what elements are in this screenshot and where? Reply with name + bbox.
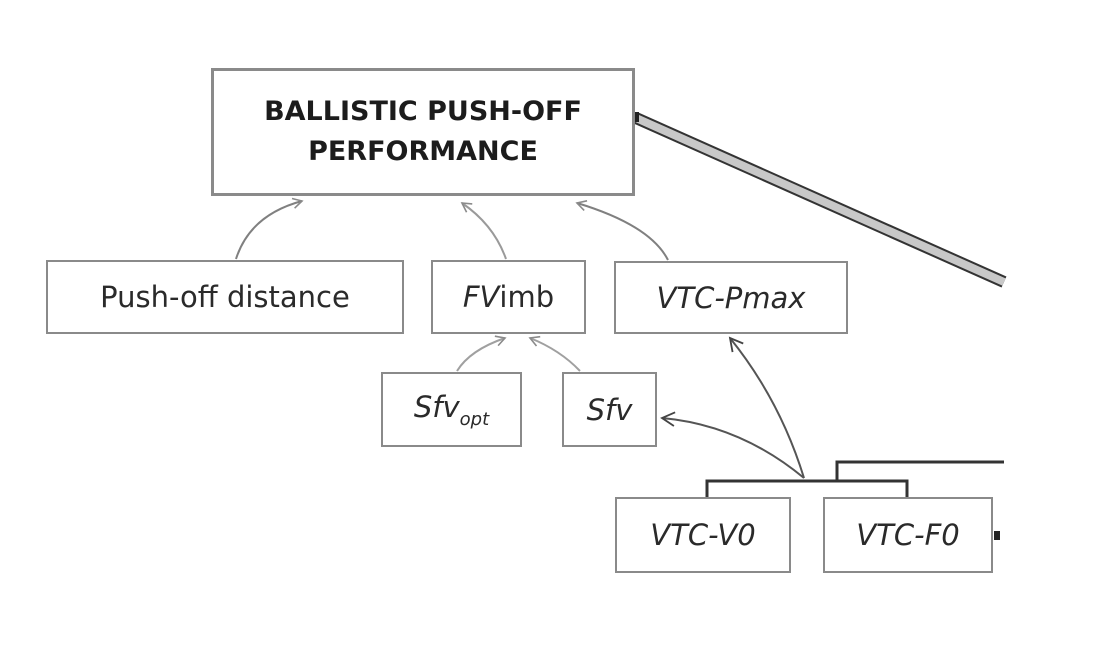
node-label: Push-off distance	[100, 280, 350, 314]
title-line-2: PERFORMANCE	[308, 136, 538, 167]
node-label: VTC-V0	[650, 518, 756, 552]
sfv-opt-base: Sfv	[413, 389, 460, 424]
node-label: Sfvopt	[414, 390, 489, 430]
edge-vtcpmax-to-title	[575, 200, 669, 261]
node-ballistic-push-off-performance: BALLISTIC PUSH-OFF PERFORMANCE	[211, 68, 635, 196]
node-label: VTC-Pmax	[656, 280, 806, 315]
node-fvimb: FVimb	[431, 260, 586, 334]
edge-junction-to-sfv	[660, 411, 805, 479]
node-vtc-pmax: VTC-Pmax	[614, 261, 848, 334]
node-vtc-f0: VTC-F0	[823, 497, 993, 573]
node-label: VTC-F0	[856, 518, 960, 552]
title-line-1: BALLISTIC PUSH-OFF	[264, 96, 582, 127]
node-label: FVimb	[463, 280, 554, 314]
edge-fvimb-to-title	[460, 202, 507, 260]
bracket-v0-f0	[705, 479, 909, 497]
fvimb-italic-part: FV	[462, 280, 500, 314]
node-vtc-v0: VTC-V0	[615, 497, 791, 573]
node-sfv-opt: Sfvopt	[381, 372, 522, 447]
node-sfv: Sfv	[562, 372, 657, 447]
bracket-line-to-right	[835, 460, 1004, 481]
sfv-opt-subscript: opt	[459, 408, 490, 430]
fvimb-rest: imb	[499, 280, 555, 314]
edge-sfvopt-to-fvimb	[456, 335, 507, 372]
node-label: Sfv	[586, 392, 633, 427]
node-push-off-distance: Push-off distance	[46, 260, 404, 334]
thick-link-to-right	[630, 112, 1007, 288]
edge-junction-to-vtcpmax	[728, 336, 805, 479]
edge-sfv-to-fvimb	[528, 335, 581, 372]
edge-pushoff-to-title	[235, 197, 304, 260]
f0-anchor-dot	[994, 531, 1000, 540]
